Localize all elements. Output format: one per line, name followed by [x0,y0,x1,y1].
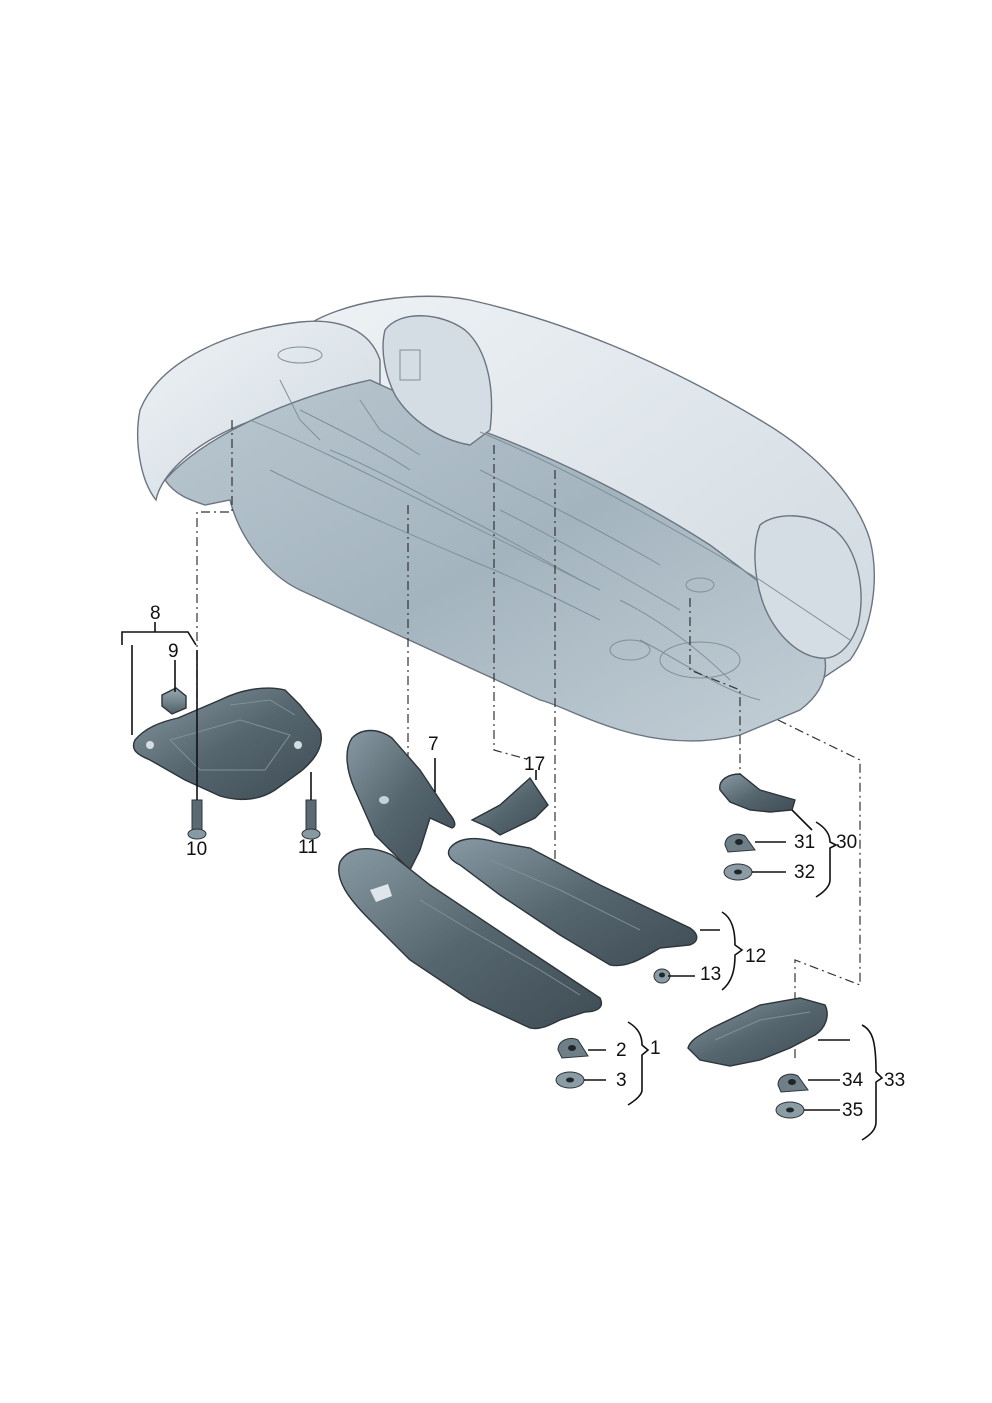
callout-labels: 8 9 10 11 7 17 31 30 32 12 13 2 1 3 34 3… [150,603,905,1121]
label-12: 12 [745,946,766,967]
side-sill [479,431,851,641]
label-32: 32 [794,862,815,883]
label-31: 31 [794,832,815,853]
leader-lines [121,622,884,1141]
label-8: 8 [150,603,161,624]
part-30-trim [719,773,796,813]
part-9-clip [161,687,187,715]
label-9: 9 [168,641,179,662]
part-7-hole [379,796,389,804]
label-1: 1 [650,1038,661,1059]
part-11-screw [301,799,321,840]
label-3: 3 [616,1070,627,1091]
part-31-nut [724,833,756,853]
part-17-bracket [470,776,549,836]
label-34: 34 [842,1070,864,1091]
part-33-trim [687,997,828,1067]
label-30: 30 [836,832,857,853]
front-wheel-arch [754,515,862,659]
part-10-screw [187,799,207,840]
part-13-nut [653,968,671,984]
label-11: 11 [298,837,318,858]
part-2-nut [557,1037,589,1059]
part-35-washer [775,1101,805,1119]
part-34-nut [777,1073,809,1093]
part-32-washer [723,863,753,881]
label-7: 7 [428,734,439,755]
part-1-hole [370,884,392,902]
underbody-details [249,346,761,701]
part-12-side-trim [447,837,698,967]
label-10: 10 [186,839,207,860]
label-35: 35 [842,1100,863,1121]
label-33: 33 [884,1070,905,1091]
label-2: 2 [616,1040,627,1061]
label-13: 13 [700,964,721,985]
part-7-heat-shield [346,729,456,872]
rear-wheel-arch [382,315,493,446]
label-17: 17 [524,754,545,775]
car-underbody [137,295,875,742]
part-3-washer [555,1071,585,1089]
part-8-noise-insulation-tray [132,687,322,801]
part-1-underbody-trim [338,847,603,1030]
